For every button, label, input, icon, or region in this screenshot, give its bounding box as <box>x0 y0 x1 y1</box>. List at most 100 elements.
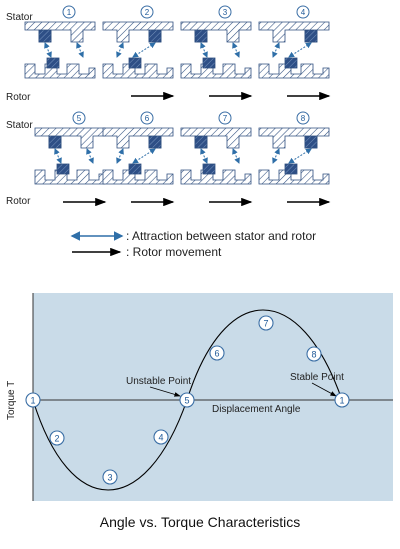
rotor-aligned-tooth <box>56 163 70 175</box>
attraction-arrow <box>76 42 84 58</box>
graph-point-circle <box>25 392 41 408</box>
step-number-circle <box>140 5 154 19</box>
graph-point-label: 3 <box>107 473 112 483</box>
stator-energized-tooth <box>148 135 162 149</box>
rotor-body <box>258 63 330 79</box>
stator-body <box>34 127 106 149</box>
graph-point-circle <box>258 315 274 331</box>
rotor-label-row1: Rotor <box>6 92 31 103</box>
step-diagram-4: 4 <box>258 5 331 101</box>
rotor-aligned-tooth <box>46 57 60 69</box>
legend: : Attraction between stator and rotor : … <box>70 229 316 259</box>
stator-energized-tooth <box>148 29 162 43</box>
stable-point-label: Stable Point <box>290 372 344 383</box>
step-number: 5 <box>77 114 82 123</box>
rotor-body <box>180 169 252 185</box>
rotor-aligned-tooth <box>202 57 216 69</box>
attraction-arrow <box>44 42 52 58</box>
rotor-body <box>102 169 174 185</box>
unstable-point-label: Unstable Point <box>126 376 191 387</box>
step-diagram-1: 1 <box>24 5 96 79</box>
unstable-pointer-arrow <box>149 386 181 397</box>
stator-body <box>258 127 330 149</box>
graph-point-label: 6 <box>214 349 219 359</box>
graph-point-circle <box>179 392 195 408</box>
attraction-arrow <box>132 42 156 58</box>
step-number-circle <box>72 111 86 125</box>
stator-body <box>180 21 252 43</box>
graph-background <box>33 293 393 501</box>
step-number-circle <box>218 111 232 125</box>
graph-point-label: 2 <box>54 434 59 444</box>
graph-point-8: 8 <box>306 346 322 362</box>
step-number-circle <box>140 111 154 125</box>
rotor-body <box>34 169 106 185</box>
graph-point-label: 8 <box>311 350 316 360</box>
step-number-circle <box>218 5 232 19</box>
stator-energized-tooth <box>304 135 318 149</box>
attraction-arrow <box>288 148 312 164</box>
step-number: 1 <box>67 8 72 17</box>
rotor-label-row2: Rotor <box>6 196 31 207</box>
attraction-arrow <box>272 42 280 58</box>
graph-point-circle <box>334 392 350 408</box>
step-number: 7 <box>223 114 228 123</box>
rotor-body <box>180 63 252 79</box>
rotor-body <box>24 63 96 79</box>
step-diagram-6: 6 <box>102 111 175 207</box>
graph-point-label: 1 <box>30 396 35 406</box>
step-diagram-8: 8 <box>258 111 331 207</box>
graph-point-1: 1 <box>25 392 41 408</box>
graph-point-circle <box>102 469 118 485</box>
stator-body <box>24 21 96 43</box>
attraction-arrow <box>288 42 312 58</box>
rotor-aligned-tooth <box>202 163 216 175</box>
step-number: 2 <box>145 8 150 17</box>
x-axis-label: Displacement Angle <box>212 404 301 415</box>
stator-energized-tooth <box>48 135 62 149</box>
graph-point-circle <box>49 430 65 446</box>
stator-body <box>180 127 252 149</box>
graph-point-6: 6 <box>209 345 225 361</box>
rotor-body <box>102 63 174 79</box>
step-number: 6 <box>145 114 150 123</box>
attraction-arrow <box>86 148 94 164</box>
step-number: 8 <box>301 114 306 123</box>
graph-point-9: 1 <box>334 392 350 408</box>
graph-point-label: 4 <box>158 433 163 443</box>
graph-point-3: 3 <box>102 469 118 485</box>
graph-point-label: 1 <box>339 396 344 406</box>
stator-energized-tooth <box>194 29 208 43</box>
step-diagram-5: 5 <box>34 111 107 207</box>
step-number-circle <box>62 5 76 19</box>
stator-label-row1: Stator <box>6 12 33 23</box>
legend-movement-text: : Rotor movement <box>126 245 222 259</box>
rotor-body <box>258 169 330 185</box>
stator-body <box>102 21 174 43</box>
step-diagram-7: 7 <box>180 111 253 207</box>
rotor-aligned-tooth <box>284 163 298 175</box>
legend-attraction-text: : Attraction between stator and rotor <box>126 229 316 243</box>
stable-pointer-arrow <box>311 382 337 397</box>
graph-point-circle <box>153 429 169 445</box>
y-axis-label: Torque T <box>6 381 17 420</box>
attraction-arrow <box>116 148 124 164</box>
graph-point-2: 2 <box>49 430 65 446</box>
rotor-aligned-tooth <box>128 57 142 69</box>
rotor-aligned-tooth <box>284 57 298 69</box>
stator-body <box>258 21 330 43</box>
stator-label-row2: Stator <box>6 120 33 131</box>
stator-energized-tooth <box>304 29 318 43</box>
step-diagram-3: 3 <box>180 5 253 101</box>
graph-point-circle <box>209 345 225 361</box>
step-number-circle <box>296 111 310 125</box>
attraction-arrow <box>232 148 240 164</box>
graph-point-4: 4 <box>153 429 169 445</box>
stator-energized-tooth <box>38 29 52 43</box>
stator-energized-tooth <box>194 135 208 149</box>
graph-caption: Angle vs. Torque Characteristics <box>100 514 301 530</box>
